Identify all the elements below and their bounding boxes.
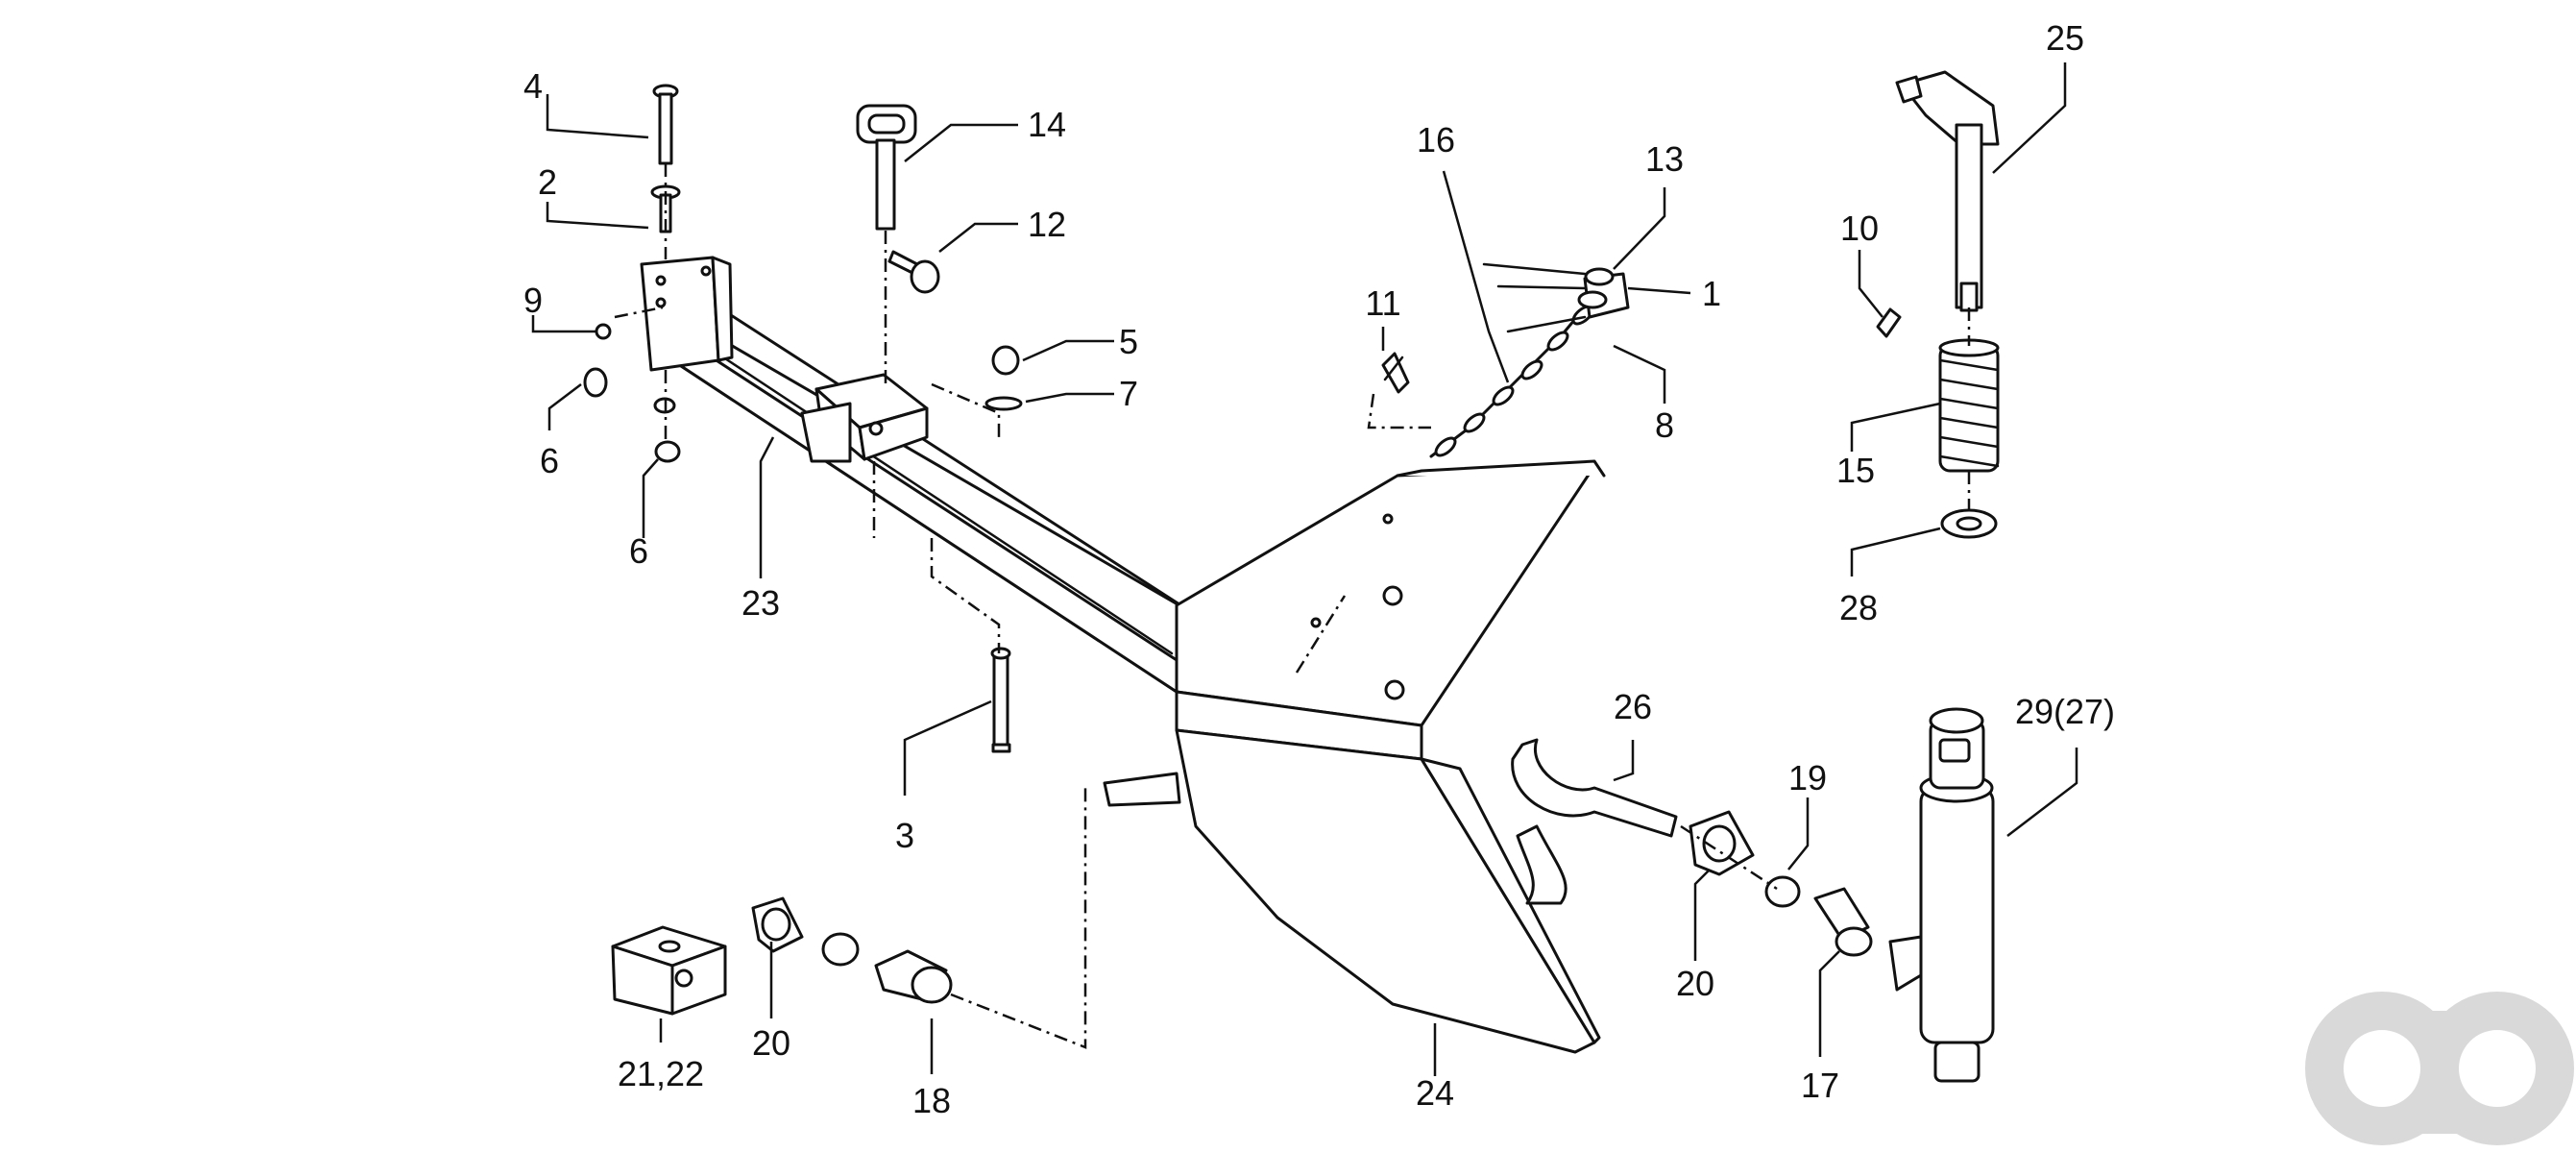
callout-11: 11 bbox=[1365, 283, 1400, 323]
watermark-logo bbox=[2305, 992, 2574, 1145]
pin-12 bbox=[887, 250, 940, 294]
callout-20a: 20 bbox=[752, 1023, 790, 1063]
hook-assembly bbox=[1482, 262, 1630, 333]
main-beam bbox=[661, 294, 1198, 694]
elbow-fitting-17 bbox=[1813, 887, 1873, 957]
hydraulic-cylinder-29 bbox=[1888, 707, 1995, 1083]
callout-13: 13 bbox=[1645, 139, 1684, 179]
washer-7 bbox=[984, 396, 1023, 411]
callout-1: 1 bbox=[1702, 274, 1721, 313]
callout-3: 3 bbox=[895, 816, 914, 855]
callout-26: 26 bbox=[1614, 687, 1652, 726]
plough-body bbox=[1103, 459, 1606, 1054]
nut-small-left bbox=[821, 932, 860, 967]
bolt-4 bbox=[652, 84, 679, 165]
union-nut-20-left bbox=[751, 896, 804, 953]
spring-pin-10 bbox=[1876, 307, 1902, 338]
nut-5 bbox=[991, 345, 1020, 376]
mounting-bracket bbox=[640, 256, 734, 372]
compression-spring-15 bbox=[1938, 338, 2000, 473]
callout-28: 28 bbox=[1839, 588, 1878, 627]
callout-18: 18 bbox=[912, 1081, 951, 1120]
callout-23: 23 bbox=[741, 583, 780, 623]
hose-26 bbox=[1511, 738, 1678, 905]
callout-19: 19 bbox=[1788, 758, 1827, 797]
fitting-18 bbox=[874, 949, 953, 1004]
guide-line-fitting bbox=[950, 783, 1087, 1049]
callout-7: 7 bbox=[1119, 374, 1138, 413]
crank-handle-25 bbox=[1895, 70, 2000, 312]
chain bbox=[1429, 305, 1594, 458]
callout-10: 10 bbox=[1840, 209, 1879, 248]
clamp-block-21-22 bbox=[611, 925, 727, 1016]
union-nut-20-right bbox=[1689, 810, 1755, 876]
bolt-3 bbox=[990, 647, 1011, 753]
lock-pin-14 bbox=[856, 104, 917, 231]
callout-14: 14 bbox=[1028, 105, 1066, 144]
washer-28 bbox=[1940, 508, 1998, 539]
callout-25: 25 bbox=[2046, 18, 2084, 58]
callout-12: 12 bbox=[1028, 205, 1066, 244]
guide-line-11 bbox=[1367, 393, 1431, 429]
nut-6b bbox=[653, 370, 681, 463]
callout-20b: 20 bbox=[1676, 964, 1714, 1003]
leader-lines bbox=[531, 62, 2078, 1076]
callout-24: 24 bbox=[1416, 1073, 1454, 1113]
callout-5: 5 bbox=[1119, 322, 1138, 361]
callout-9: 9 bbox=[523, 281, 543, 320]
beam-clamp bbox=[800, 373, 929, 463]
pin-9 bbox=[595, 306, 664, 340]
callout-labels: 4 2 9 6 6 23 14 12 5 7 3 11 16 13 1 8 25… bbox=[523, 18, 2115, 1120]
callout-6b: 6 bbox=[629, 531, 648, 571]
callout-21-22: 21,22 bbox=[618, 1054, 704, 1093]
callout-16: 16 bbox=[1417, 120, 1455, 159]
nut-6a bbox=[583, 367, 608, 398]
callout-4: 4 bbox=[523, 66, 543, 106]
callout-6a: 6 bbox=[540, 441, 559, 480]
callout-2: 2 bbox=[538, 162, 557, 202]
spring-pin-11 bbox=[1381, 352, 1410, 394]
callout-15: 15 bbox=[1836, 451, 1875, 490]
guide-line-bolt bbox=[930, 538, 1001, 653]
callout-29: 29(27) bbox=[2015, 692, 2115, 731]
guide-line-hose bbox=[1680, 824, 1778, 891]
callout-17: 17 bbox=[1801, 1066, 1839, 1105]
guide-line-nut bbox=[931, 382, 1001, 442]
nut-19 bbox=[1764, 875, 1801, 908]
callout-8: 8 bbox=[1655, 405, 1674, 445]
